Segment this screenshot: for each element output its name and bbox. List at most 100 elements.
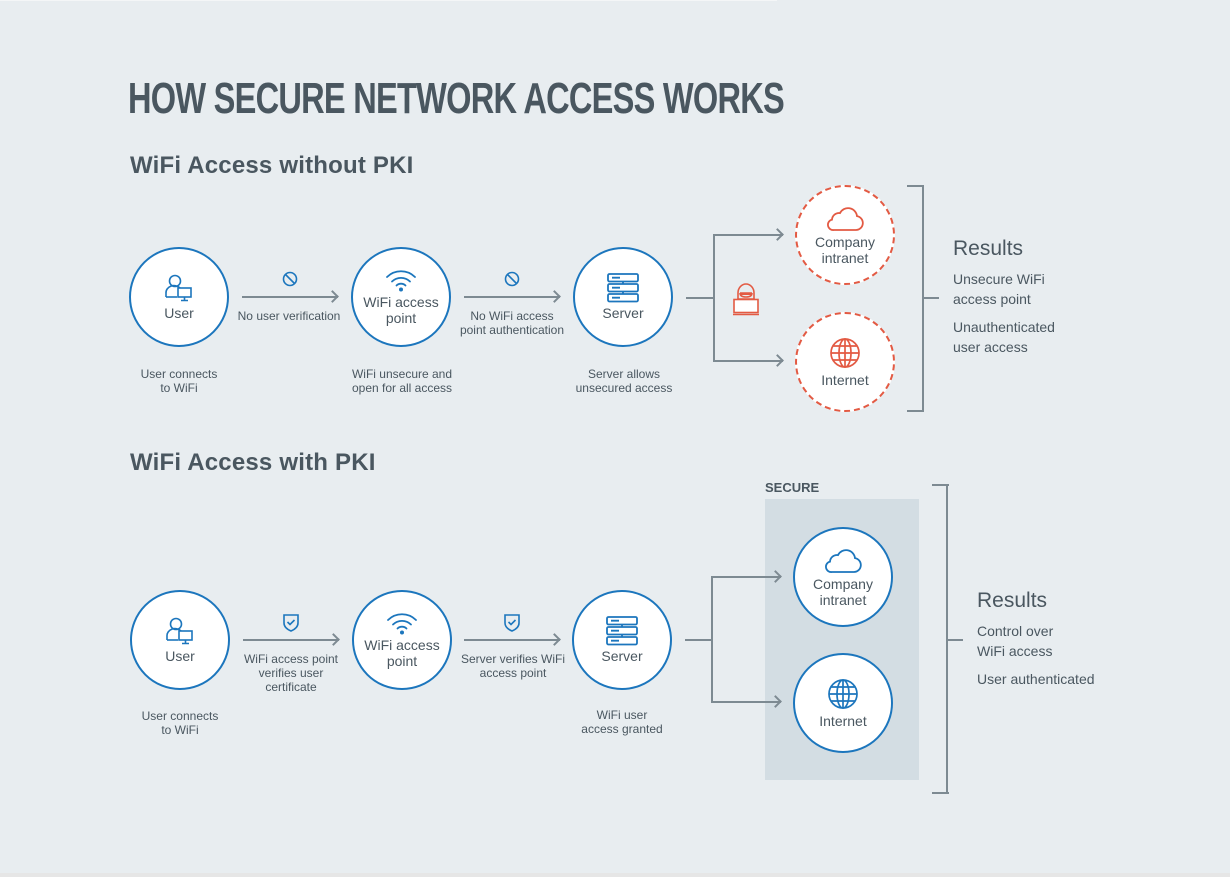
section-heading-without-pki: WiFi Access without PKI (130, 152, 414, 179)
user-computer-icon (165, 274, 192, 302)
user-caption: User connects to WiFi (104, 367, 254, 395)
connector-branch (713, 234, 715, 362)
connector-line (713, 360, 783, 362)
edge-label-line: verifies user (258, 666, 324, 680)
globe-icon (830, 338, 860, 368)
server-node-without-pki: Server (573, 247, 673, 347)
result-line: WiFi access (977, 643, 1053, 659)
server-caption: WiFi user access granted (547, 708, 697, 736)
user-node-without-pki: User (129, 247, 229, 347)
wifi-node-with-pki: WiFi access point (352, 590, 452, 690)
caption-line: User connects (140, 367, 218, 381)
caption-line: unsecured access (575, 381, 673, 395)
edge-label-line: No WiFi access (470, 309, 554, 323)
result-line: access point (953, 291, 1031, 307)
edge-label-no-ap-authentication: No WiFi access point authentication (447, 309, 577, 337)
bracket-top (932, 484, 949, 486)
wifi-icon (386, 270, 416, 292)
shield-check-icon (283, 614, 299, 632)
caption-line: open for all access (351, 381, 453, 395)
top-strip (0, 0, 777, 1)
node-label-line: intranet (819, 592, 867, 608)
node-label-line: intranet (821, 250, 869, 266)
edge-label-line: No user verification (237, 309, 341, 323)
node-label: Server (601, 648, 643, 664)
edge-label-line: WiFi access point (243, 652, 339, 666)
user-computer-icon (166, 617, 193, 645)
server-caption: Server allows unsecured access (549, 367, 699, 395)
result-item: User authenticated (977, 669, 1095, 689)
bracket-bottom (907, 410, 924, 412)
bracket-top (907, 185, 924, 187)
server-icon (607, 273, 639, 303)
connector-line (685, 639, 713, 641)
shield-check-icon (504, 614, 520, 632)
caption-line: to WiFi (161, 723, 199, 737)
node-label: Company intranet (815, 234, 875, 266)
edge-label-ap-verifies-certificate: WiFi access point verifies user certific… (226, 652, 356, 694)
node-label: Server (602, 305, 644, 321)
node-label-line: Company (815, 234, 875, 250)
wifi-node-without-pki: WiFi access point (351, 247, 451, 347)
result-line: Unsecure WiFi (953, 271, 1045, 287)
caption-line: to WiFi (160, 381, 198, 395)
node-label: WiFi access point (363, 294, 438, 326)
connector-line (242, 296, 338, 298)
user-node-with-pki: User (130, 590, 230, 690)
node-label-line: Company (813, 576, 873, 592)
result-item: Control over WiFi access (977, 621, 1053, 661)
node-label: Company intranet (813, 576, 873, 608)
caption-line: Server allows (587, 367, 661, 381)
result-item: Unauthenticated user access (953, 317, 1055, 357)
connector-line (464, 296, 560, 298)
result-item: Unsecure WiFi access point (953, 269, 1045, 309)
node-label: Internet (819, 713, 867, 729)
results-title: Results (953, 237, 1024, 260)
bracket-tick (946, 639, 963, 641)
result-line: user access (953, 339, 1028, 355)
connector-branch (711, 576, 713, 703)
result-line: Control over (977, 623, 1054, 639)
section-heading-with-pki: WiFi Access with PKI (130, 449, 376, 476)
edge-label-no-user-verification: No user verification (224, 309, 354, 323)
hacker-icon (733, 283, 759, 316)
edge-label-line: access point (479, 666, 547, 680)
server-node-with-pki: Server (572, 590, 672, 690)
caption-line: WiFi user (596, 708, 648, 722)
connector-line (711, 576, 781, 578)
connector-line (686, 297, 714, 299)
prohibited-icon (282, 271, 298, 287)
caption-line: User connects (141, 709, 219, 723)
globe-icon (828, 679, 858, 709)
wifi-icon (387, 613, 417, 635)
internet-node-unsecured: Internet (795, 312, 895, 412)
edge-label-server-verifies-ap: Server verifies WiFi access point (448, 652, 578, 680)
edge-label-line: certificate (265, 680, 317, 694)
node-label: Internet (821, 372, 869, 388)
results-title: Results (977, 589, 1048, 612)
node-label-line: point (386, 653, 418, 669)
connector-line (711, 701, 781, 703)
result-line: User authenticated (977, 671, 1095, 687)
node-label: User (165, 648, 195, 664)
connector-line (713, 234, 783, 236)
server-icon (606, 616, 638, 646)
cloud-icon (827, 207, 864, 231)
prohibited-icon (504, 271, 520, 287)
internet-node-secured: Internet (793, 653, 893, 753)
edge-label-line: point authentication (459, 323, 565, 337)
edge-label-line: Server verifies WiFi (460, 652, 565, 666)
connector-line (464, 639, 560, 641)
node-label: User (164, 305, 194, 321)
intranet-node-unsecured: Company intranet (795, 185, 895, 285)
connector-line (243, 639, 339, 641)
bracket-tick (922, 297, 939, 299)
secure-zone-label: SECURE (765, 480, 820, 495)
node-label-line: point (385, 310, 417, 326)
user-caption: User connects to WiFi (105, 709, 255, 737)
caption-line: access granted (581, 722, 663, 736)
result-line: Unauthenticated (953, 319, 1055, 335)
intranet-node-secured: Company intranet (793, 527, 893, 627)
page-title: HOW SECURE NETWORK ACCESS WORKS (128, 74, 785, 123)
